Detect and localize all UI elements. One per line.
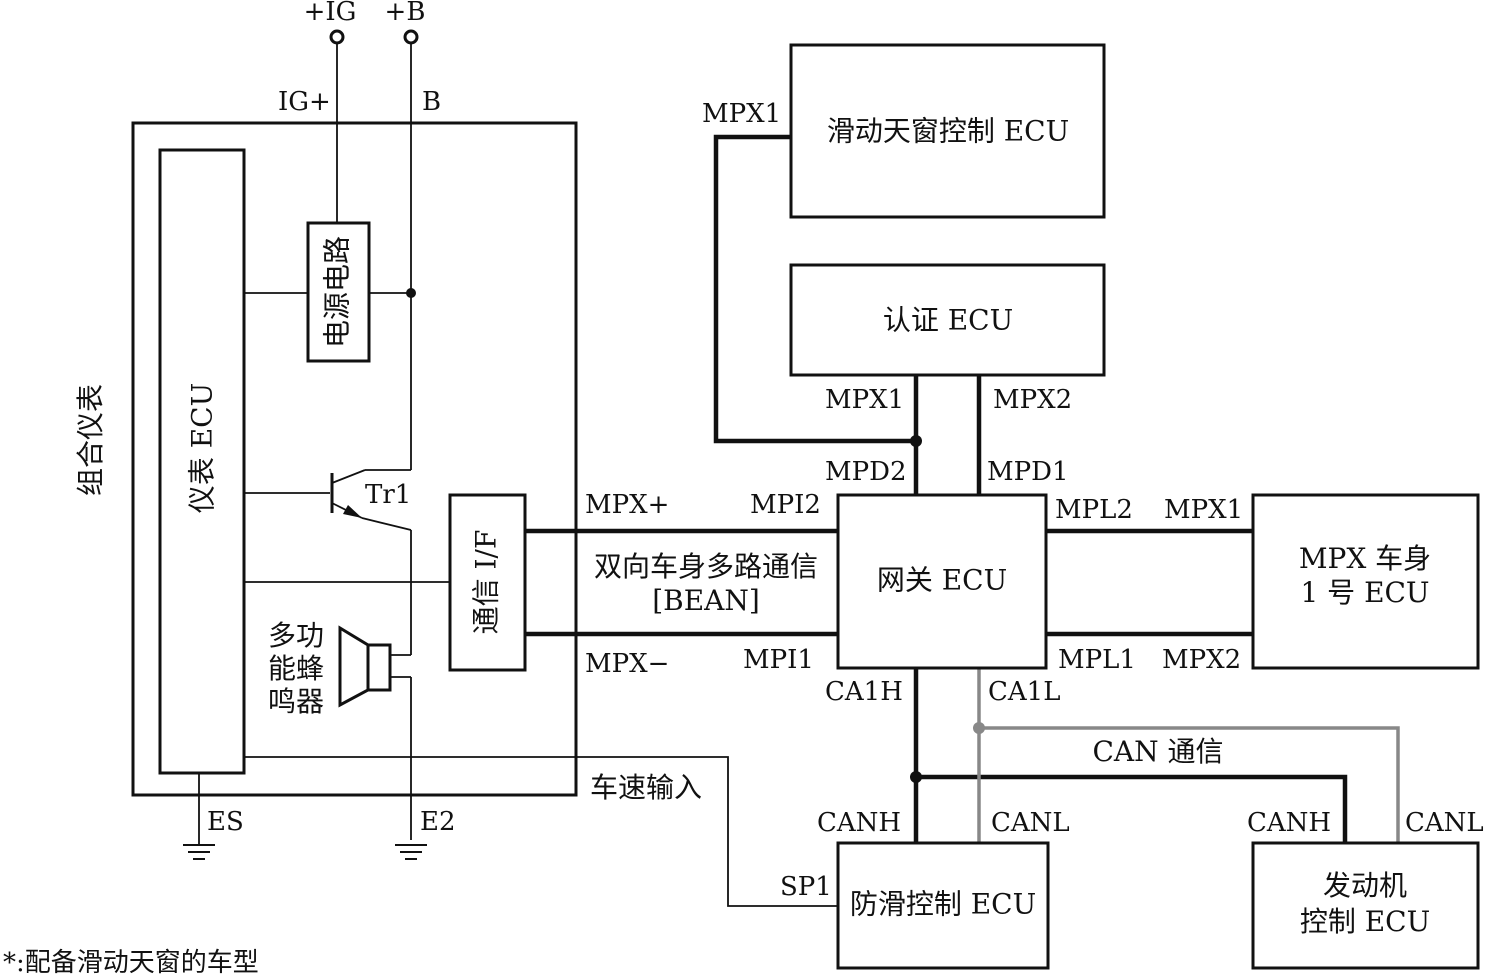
- body-ecu-box: [1251, 493, 1480, 670]
- engine-ecu-label-1: 发动机: [1323, 869, 1407, 902]
- sunroof-ecu-label: 滑动天窗控制 ECU: [827, 115, 1069, 148]
- ground-es-label: ES: [207, 807, 244, 837]
- pin-meter-mpx-plus: MPX+: [585, 490, 669, 520]
- junction-dot: [406, 288, 416, 298]
- pin-abs-canh: CANH: [817, 808, 901, 838]
- pin-gw-ca1l: CA1L: [988, 677, 1060, 707]
- canl-line: [979, 726, 1400, 843]
- pin-eng-canh: CANH: [1247, 808, 1331, 838]
- b-pin-label: B: [422, 87, 441, 117]
- pin-body-mpx1: MPX1: [1164, 495, 1243, 525]
- canl-junction: [973, 722, 985, 734]
- meter-ecu-box: [158, 148, 246, 775]
- pin-abs-canl: CANL: [991, 808, 1070, 838]
- transistor-label: Tr1: [365, 480, 411, 510]
- buzzer-body-icon: [366, 643, 392, 692]
- pin-eng-canl: CANL: [1405, 808, 1484, 838]
- engine-ecu-label-2: 控制 ECU: [1300, 905, 1430, 938]
- pin-labels: MPX1 MPX1 MPX2 MPD2 MPD1 MPX+ MPX− MPI2 …: [585, 99, 1484, 902]
- body-ecu-label-1: MPX 车身: [1299, 542, 1431, 575]
- abs-ecu-box: [836, 841, 1050, 970]
- engine-ecu-box: [1251, 841, 1480, 970]
- ig-terminal: [329, 29, 345, 45]
- pin-body-mpx2: MPX2: [1162, 645, 1241, 675]
- pin-gw-ca1h: CA1H: [825, 677, 903, 707]
- meter-ecu-label: 仪表 ECU: [186, 383, 219, 513]
- ground-e2: E2: [395, 807, 456, 860]
- mpd2-junction: [910, 435, 922, 447]
- power-circuit-box: [306, 221, 371, 363]
- pin-auth-mpx1: MPX1: [825, 385, 904, 415]
- bean-label-1: 双向车身多路通信: [594, 550, 818, 583]
- footnote: *:配备滑动天窗的车型: [3, 948, 259, 978]
- abs-ecu-label: 防滑控制 ECU: [850, 888, 1036, 921]
- pin-gw-mpd1: MPD1: [987, 457, 1069, 487]
- pin-gw-mpl2: MPL2: [1055, 495, 1133, 525]
- annotations: 双向车身多路通信 [BEAN] CAN 通信 车速输入 *:配备滑动天窗的车型: [3, 550, 1224, 978]
- meter-title: 组合仪表: [74, 384, 107, 496]
- auth-ecu-box: [789, 263, 1106, 377]
- can-label: CAN 通信: [1092, 735, 1223, 768]
- pin-gw-mpd2: MPD2: [825, 457, 907, 487]
- comm-if-box: [448, 493, 527, 672]
- buzzer: 多功 能蜂 鸣器: [268, 619, 412, 840]
- canh-line: [916, 774, 1348, 843]
- pin-gw-mpl1: MPL1: [1058, 645, 1136, 675]
- ground-e2-label: E2: [420, 807, 456, 837]
- pin-abs-sp1: SP1: [780, 872, 832, 902]
- pin-sunroof-mpx1: MPX1: [702, 99, 781, 129]
- buzzer-label-1: 多功: [268, 619, 324, 652]
- pin-meter-mpx-minus: MPX−: [585, 649, 669, 679]
- combination-meter: 组合仪表 仪表 ECU 电源电路 通信 I/F Tr1: [74, 43, 838, 907]
- bus-lines: [525, 134, 1400, 843]
- power-terminals: +IG +B IG+ B: [278, 0, 441, 117]
- speed-input-label: 车速输入: [590, 771, 702, 804]
- ig-pin-label: IG+: [278, 87, 331, 117]
- body-ecu-label-2: 1 号 ECU: [1300, 576, 1429, 609]
- b-terminal-label: +B: [385, 0, 426, 27]
- buzzer-label-3: 鸣器: [268, 685, 324, 718]
- b-terminal: [403, 29, 419, 45]
- sunroof-ecu-box: [789, 43, 1106, 219]
- power-circuit-label: 电源电路: [321, 236, 354, 348]
- ground-es: ES: [183, 773, 244, 860]
- pin-gw-mpi2: MPI2: [750, 490, 821, 520]
- transistor-tr1: Tr1: [244, 469, 412, 655]
- sunroof-mpx1-line: [713, 134, 916, 444]
- gateway-ecu-box: [836, 493, 1048, 670]
- auth-ecu-label: 认证 ECU: [883, 304, 1013, 337]
- gateway-ecu-label: 网关 ECU: [877, 564, 1007, 597]
- pin-gw-mpi1: MPI1: [743, 645, 814, 675]
- wire-speed-input: [244, 756, 838, 907]
- ecu-boxes: 滑动天窗控制 ECU 认证 ECU 网关 ECU MPX 车身 1 号 ECU …: [789, 43, 1480, 970]
- ig-terminal-label: +IG: [304, 0, 357, 27]
- pin-auth-mpx2: MPX2: [993, 385, 1072, 415]
- canh-junction: [910, 771, 922, 783]
- buzzer-label-2: 能蜂: [268, 652, 324, 685]
- bean-label-2: [BEAN]: [652, 584, 760, 617]
- comm-if-label: 通信 I/F: [470, 530, 503, 635]
